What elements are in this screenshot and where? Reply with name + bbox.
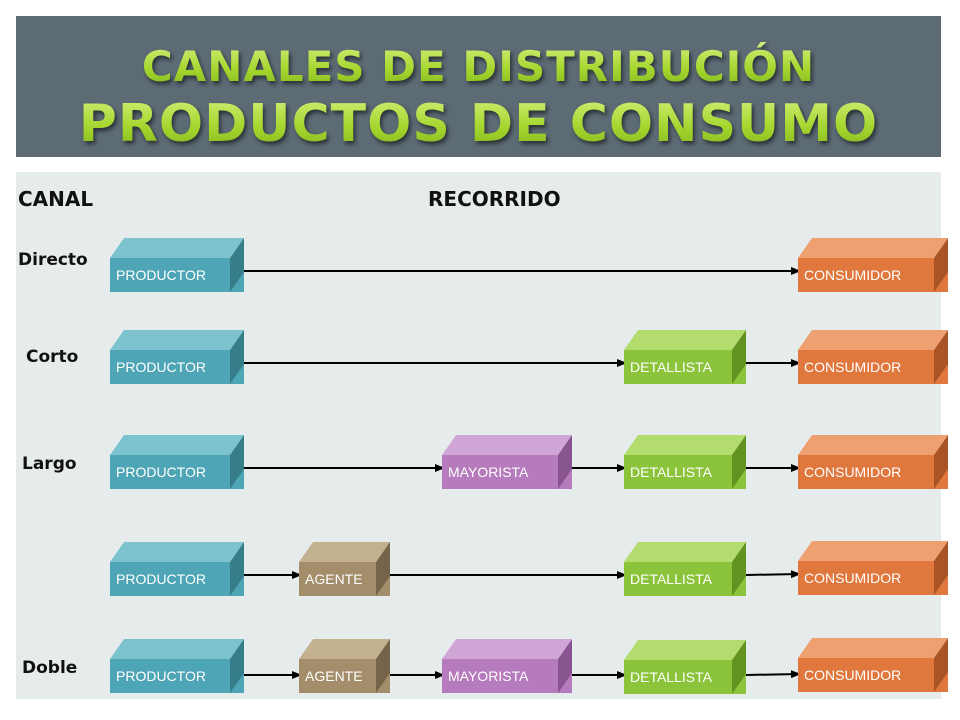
node-consumidor: CONSUMIDOR: [798, 658, 948, 692]
node-agente: AGENTE: [299, 659, 390, 693]
node-detallista: DETALLISTA: [624, 660, 746, 694]
header-recorrido: RECORRIDO: [428, 187, 561, 211]
header-canal: CANAL: [18, 187, 94, 211]
node-productor: PRODUCTOR: [110, 258, 244, 292]
arrow-doble2-detallista-consumidor: [745, 670, 801, 679]
node-mayorista: MAYORISTA: [442, 659, 572, 693]
node-consumidor: CONSUMIDOR: [798, 258, 948, 292]
node-agente: AGENTE: [299, 562, 390, 596]
node-productor: PRODUCTOR: [110, 562, 244, 596]
node-consumidor: CONSUMIDOR: [798, 561, 948, 595]
node-productor: PRODUCTOR: [110, 455, 244, 489]
title-banner: CANALES DE DISTRIBUCIÓN PRODUCTOS DE CON…: [16, 16, 941, 157]
node-mayorista: MAYORISTA: [442, 455, 572, 489]
title-line-2: PRODUCTOS DE CONSUMO: [16, 94, 941, 154]
canal-label-directo: Directo: [18, 250, 88, 270]
node-consumidor: CONSUMIDOR: [798, 455, 948, 489]
canal-label-doble: Doble: [22, 658, 78, 678]
node-productor: PRODUCTOR: [110, 659, 244, 693]
canal-label-largo: Largo: [22, 454, 77, 474]
node-detallista: DETALLISTA: [624, 350, 746, 384]
arrow-doble1-detallista-consumidor: [745, 570, 801, 579]
node-detallista: DETALLISTA: [624, 455, 746, 489]
node-productor: PRODUCTOR: [110, 350, 244, 384]
title-line-1: CANALES DE DISTRIBUCIÓN: [16, 42, 941, 92]
node-consumidor: CONSUMIDOR: [798, 350, 948, 384]
node-detallista: DETALLISTA: [624, 562, 746, 596]
canal-label-corto: Corto: [26, 347, 79, 367]
